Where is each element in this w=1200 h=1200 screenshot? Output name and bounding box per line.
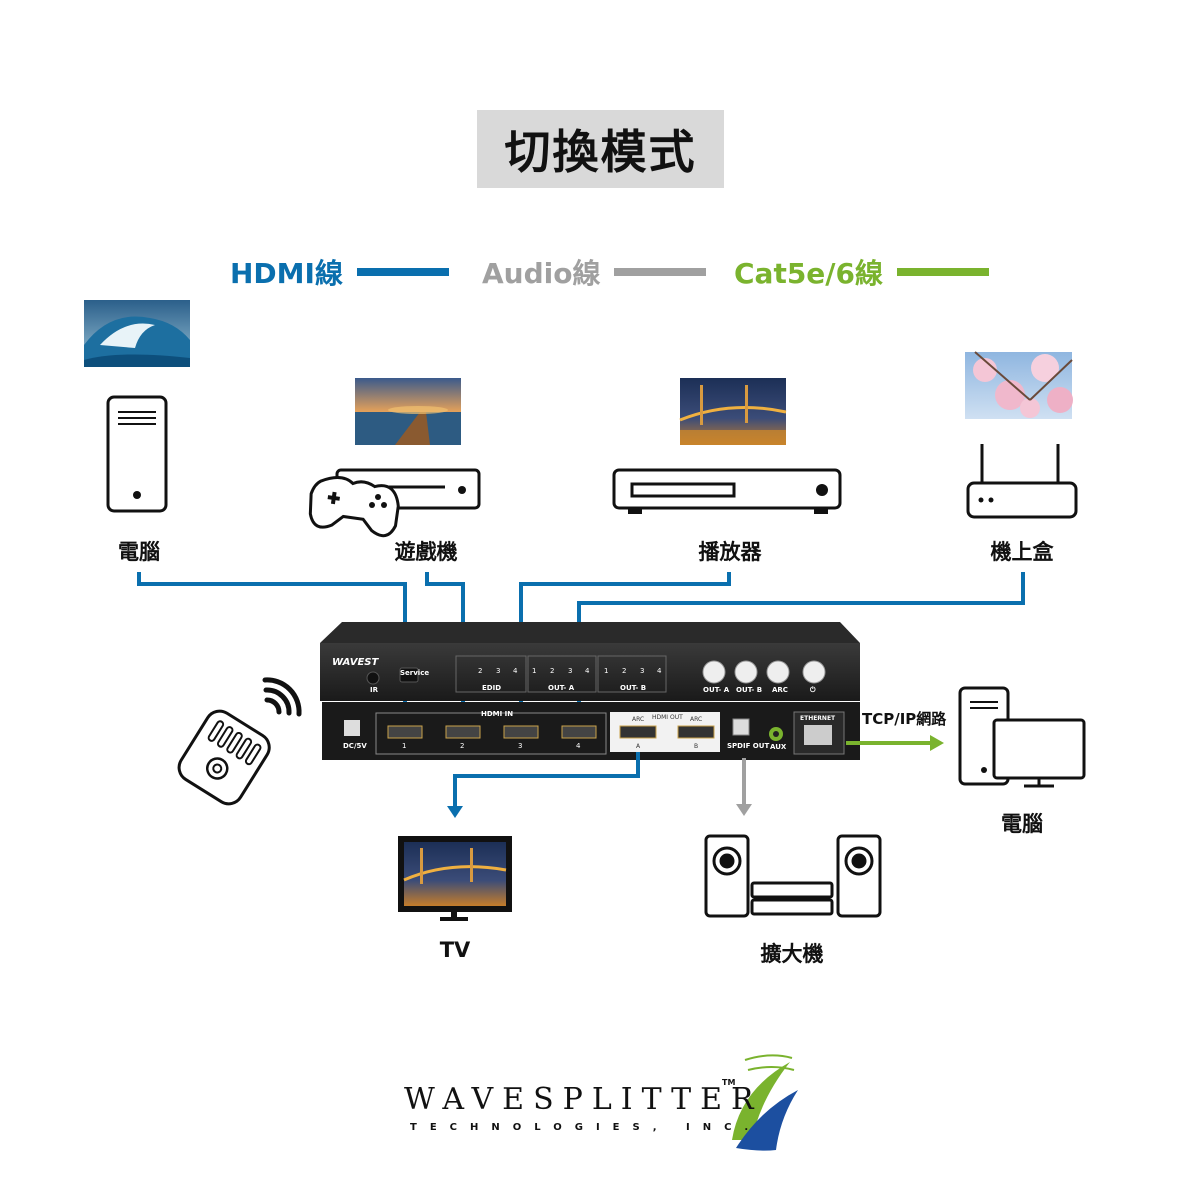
btn-out-b-label: OUT- B: [736, 686, 762, 694]
remote-control-icon: [177, 709, 271, 806]
hdmi-in-port-2[interactable]: [445, 725, 481, 739]
hdmi-out-port-a[interactable]: [619, 725, 657, 739]
dip-num: 3: [640, 667, 644, 675]
out-a-label: OUT- A: [548, 684, 575, 692]
legend-hdmi-label: HDMI線: [230, 257, 343, 290]
ocean-photo-icon: [84, 300, 190, 367]
pier-photo-icon: [355, 378, 461, 445]
dip-switch-numbers: 2 3 4 1 2 3 4 1 2 3 4: [478, 667, 662, 675]
switch-top-panel: WAVEST IR Service 2 3 4 1 2 3 4 1 2 3 4 …: [320, 622, 860, 701]
network-line: [846, 735, 944, 751]
btn-out-a-label: OUT- A: [703, 686, 730, 694]
legend-cat-label: Cat5e/6線: [734, 257, 884, 290]
legend-audio-line: [614, 268, 707, 276]
dip-num: 2: [550, 667, 554, 675]
dip-num: 3: [496, 667, 500, 675]
tv-icon: [398, 836, 512, 921]
logo-tm: TM: [722, 1078, 736, 1087]
hdmi-output-line: [447, 752, 640, 818]
blossom-photo-icon: [965, 351, 1073, 419]
speaker-amp-icon: [704, 834, 882, 918]
page-title: 切換模式: [504, 125, 697, 179]
dip-num: 1: [532, 667, 536, 675]
arc-b-label: ARC: [690, 716, 702, 723]
label-stb: 機上盒: [990, 540, 1054, 564]
wavesplitter-swoosh-icon: [732, 1054, 798, 1151]
router-icon: [966, 444, 1078, 519]
legend-hdmi: HDMI線: [230, 252, 449, 292]
out-a-button[interactable]: [702, 660, 726, 684]
edid-label: EDID: [482, 684, 501, 692]
brand-label: WAVEST: [332, 657, 380, 668]
hdmi-in-port-4[interactable]: [561, 725, 597, 739]
hdmi-out-label: HDMI OUT: [652, 714, 683, 721]
spdif-port[interactable]: [732, 718, 750, 736]
service-label: Service: [400, 669, 429, 677]
label-pc-network: 電腦: [1001, 812, 1043, 836]
label-tv: TV: [439, 938, 471, 962]
logo-subtext: TECHNOLOGIES, INC.: [410, 1122, 762, 1133]
wifi-signal-icon: [262, 677, 302, 717]
legend-hdmi-line: [356, 268, 449, 276]
hdmi-in-port-1[interactable]: [387, 725, 423, 739]
bridge-photo-icon: [679, 378, 787, 445]
dip-num: 2: [478, 667, 482, 675]
btn-arc-label: ARC: [772, 686, 788, 694]
in-port-num: 2: [460, 742, 464, 750]
media-player-icon: [612, 468, 842, 514]
ethernet-port[interactable]: [804, 725, 832, 745]
desktop-computer-icon: [958, 686, 1086, 788]
legend-cat-line: [897, 268, 990, 276]
hdmi-out-port-b[interactable]: [677, 725, 715, 739]
label-pc-source: 電腦: [118, 540, 160, 564]
switch-rear-panel: DC/5V HDMI IN 1 2 3 4 ARC HDMI OUT ARC A…: [322, 702, 860, 760]
pc-tower-icon: [106, 395, 168, 513]
label-network: TCP/IP網路: [862, 710, 947, 728]
dc-label: DC/5V: [343, 742, 367, 750]
power-button[interactable]: [802, 660, 826, 684]
label-game: 遊戲機: [394, 540, 458, 564]
legend-cat: Cat5e/6線: [734, 252, 990, 292]
in-port-num: 3: [518, 742, 522, 750]
dip-num: 2: [622, 667, 626, 675]
hdmi-in-port-3[interactable]: [503, 725, 539, 739]
legend-audio-label: Audio線: [482, 257, 601, 290]
logo-text: WAVESPLITTER: [404, 1082, 763, 1117]
out-port-a-label: A: [636, 743, 641, 750]
audio-output-line: [736, 758, 752, 816]
hdmi-in-label: HDMI IN: [481, 710, 513, 718]
in-port-num: 4: [576, 742, 581, 750]
title-box: 切換模式: [477, 110, 724, 188]
dip-num: 4: [657, 667, 662, 675]
arc-button[interactable]: [766, 660, 790, 684]
label-player: 播放器: [698, 540, 762, 564]
dip-num: 1: [604, 667, 608, 675]
ir-label: IR: [370, 686, 379, 694]
power-icon: ⏻: [810, 686, 816, 694]
in-port-num: 1: [402, 742, 406, 750]
legend-audio: Audio線: [482, 252, 707, 292]
gamepad-icon: [308, 476, 400, 538]
out-b-button[interactable]: [734, 660, 758, 684]
arc-a-label: ARC: [632, 716, 644, 723]
spdif-label: SPDIF OUT: [727, 742, 769, 750]
dip-num: 4: [585, 667, 590, 675]
label-amp: 擴大機: [760, 942, 824, 966]
dip-num: 3: [568, 667, 572, 675]
aux-label: AUX: [770, 743, 787, 751]
out-b-label: OUT- B: [620, 684, 646, 692]
out-port-b-label: B: [694, 743, 698, 750]
ethernet-label: ETHERNET: [800, 715, 836, 722]
dip-num: 4: [513, 667, 518, 675]
